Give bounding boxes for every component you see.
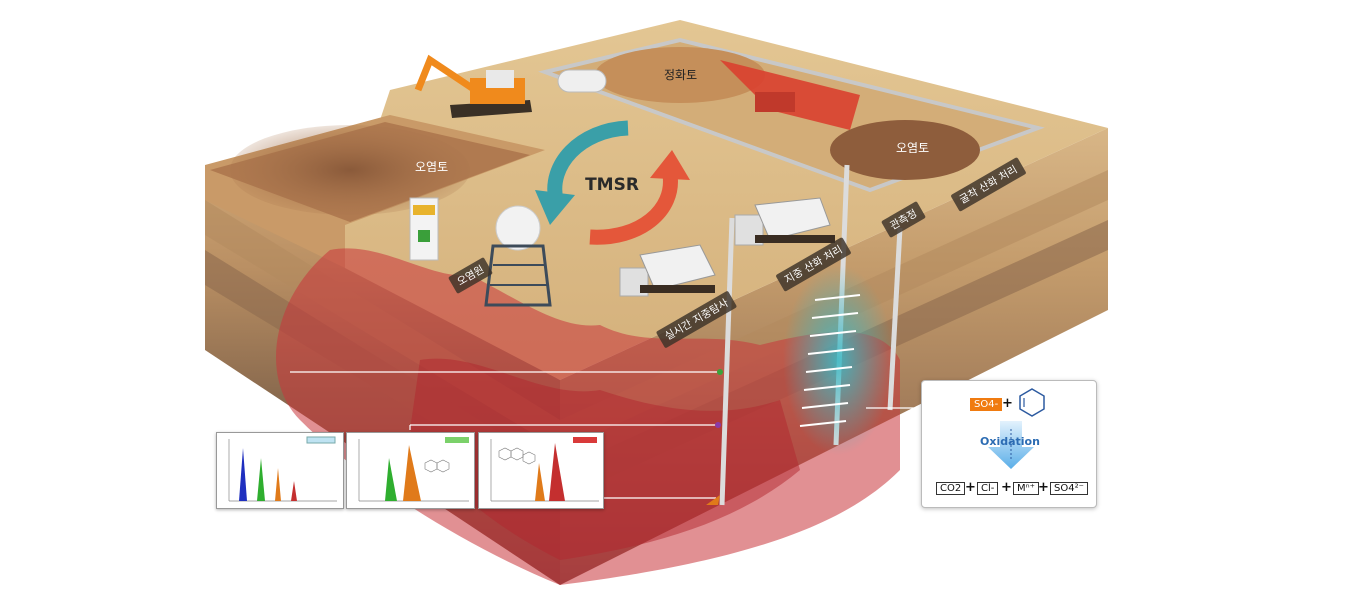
chromatogram-panel-2: [346, 432, 475, 509]
plus-sign-3: +: [1038, 480, 1049, 495]
screening-machine: [720, 60, 860, 130]
product-metal-ion: Mⁿ⁺: [1013, 482, 1039, 495]
label-contaminated-soil-left: 오염토: [415, 160, 449, 174]
benzene-icon: [1019, 388, 1045, 417]
tmsr-label: TMSR: [585, 175, 639, 195]
gas-tank: [557, 69, 607, 93]
oxidation-label: Oxidation: [980, 435, 1040, 448]
plus-sign-2: +: [1001, 480, 1012, 495]
sample-point-3: [706, 495, 720, 505]
oxidation-zone: [783, 265, 893, 455]
cycle-arrow-teal: [547, 120, 629, 202]
water-tower: [484, 205, 552, 307]
plus-sign-reactants: +: [1002, 396, 1013, 411]
soil-pile-left: [230, 125, 470, 215]
product-sulfate: SO4²⁻: [1050, 482, 1088, 495]
cycle-arrow-orange: [589, 173, 678, 245]
reaction-box: SO4- + Oxidation CO2 + Cl- + Mⁿ⁺ + SO4²⁻: [921, 380, 1097, 508]
contaminated-soil-pile-right: [830, 120, 980, 180]
sample-point-2: [715, 422, 721, 428]
oxidation-arrow-icon: [988, 421, 1034, 469]
excavator: [414, 54, 532, 118]
sample-point-1: [717, 369, 723, 375]
drill-rig-insitu: [734, 197, 835, 246]
label-clean-soil: 정화토: [664, 68, 698, 82]
survey-well: [719, 217, 735, 506]
cycle-arrowhead-teal: [535, 190, 575, 225]
label-contaminated-soil-right: 오염토: [896, 141, 930, 155]
oxidant-flow-arrows: [799, 294, 861, 427]
chromatogram-2: [358, 437, 469, 502]
chromatogram-3: [490, 437, 599, 502]
fuel-dispenser: [409, 197, 439, 261]
contamination-core: [410, 358, 800, 560]
chromatogram-1: [228, 436, 337, 502]
product-cl: Cl-: [977, 482, 999, 495]
plus-sign-1: +: [965, 480, 976, 495]
tmsr-cycle: TMSR: [535, 120, 690, 245]
product-co2: CO2: [936, 482, 966, 495]
chromatogram-panel-3: [478, 432, 604, 509]
cycle-arrowhead-orange: [650, 150, 690, 180]
drill-rig-survey: [619, 244, 716, 297]
so4-reactant: SO4-: [970, 398, 1003, 411]
chromatogram-panel-1: [216, 432, 344, 509]
